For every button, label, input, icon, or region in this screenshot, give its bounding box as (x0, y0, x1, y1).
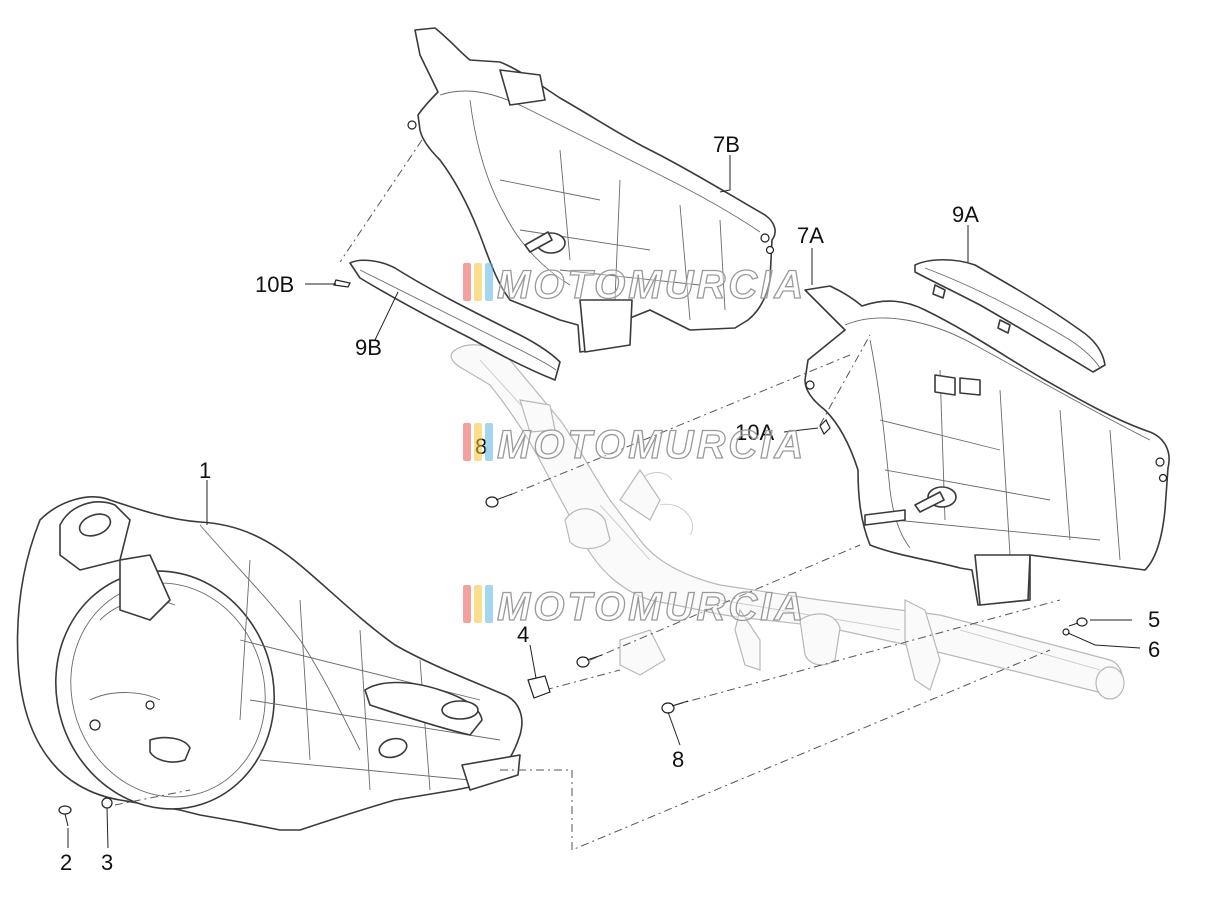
watermark-bottom: MOTOMURCIA (463, 584, 806, 630)
watermark-text: MOTOMURCIA (497, 585, 806, 629)
callout-9b: 9B (355, 335, 382, 360)
screw-2 (58, 805, 72, 827)
screw-8-top (485, 493, 513, 508)
watermark-top: MOTOMURCIA (463, 262, 806, 308)
part-7b-left-rear-cover (407, 27, 776, 353)
part-7a-right-rear-cover (804, 285, 1170, 606)
callouts: 7B 7A 9A 10B 9B 8 10A 1 4 5 6 8 2 3 (60, 132, 1160, 875)
watermark-text: MOTOMURCIA (497, 263, 806, 307)
callout-3: 3 (101, 850, 113, 875)
watermark-text: MOTOMURCIA (497, 423, 806, 467)
leader-lines (67, 155, 1141, 849)
clip-nut-4 (527, 675, 551, 699)
part-9a-right-trim (914, 258, 1106, 373)
callout-6: 6 (1148, 637, 1160, 662)
callout-4: 4 (517, 622, 529, 647)
washer-6 (1062, 628, 1070, 636)
part-9b-left-trim (349, 259, 561, 381)
handlebar-ghost (450, 344, 1125, 700)
washer-3 (101, 797, 113, 809)
hardware (58, 279, 1088, 827)
callout-7b: 7B (713, 132, 740, 157)
callout-7a: 7A (797, 223, 824, 248)
callout-9a: 9A (952, 202, 979, 227)
alignment-lines (114, 139, 1061, 851)
callout-2: 2 (60, 850, 72, 875)
watermark-middle: MOTOMURCIA (463, 422, 806, 468)
callout-5: 5 (1148, 607, 1160, 632)
callout-8-bottom: 8 (672, 747, 684, 772)
part-1-front-handlebar-cover (16, 496, 523, 831)
callout-10a: 10A (735, 420, 774, 445)
screw-center (576, 654, 603, 668)
callout-10b: 10B (255, 272, 294, 297)
screw-8-bottom (661, 700, 689, 714)
callout-1: 1 (199, 458, 211, 483)
screw-5 (1068, 617, 1088, 627)
